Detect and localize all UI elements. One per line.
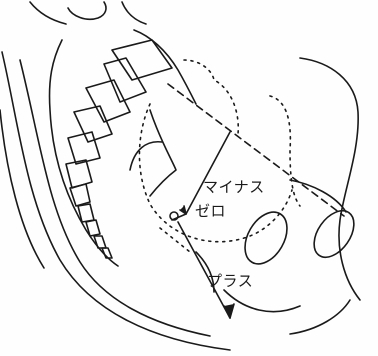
back-contour <box>0 52 230 350</box>
pubic-symphysis <box>306 204 362 265</box>
lower-dotted-segment <box>160 228 190 252</box>
label-zero: ゼロ <box>195 204 226 219</box>
pelvic-inlet-dotted-circle <box>139 104 292 242</box>
label-plus: プラス <box>207 274 253 289</box>
pubis-outline <box>290 58 360 334</box>
right-dotted-arc <box>270 96 300 206</box>
label-minus: マイナス <box>203 180 265 195</box>
upper-spine-outline <box>30 2 146 24</box>
sacrum-vertebrae <box>66 40 172 258</box>
conjugate-dashed-line <box>168 84 344 216</box>
